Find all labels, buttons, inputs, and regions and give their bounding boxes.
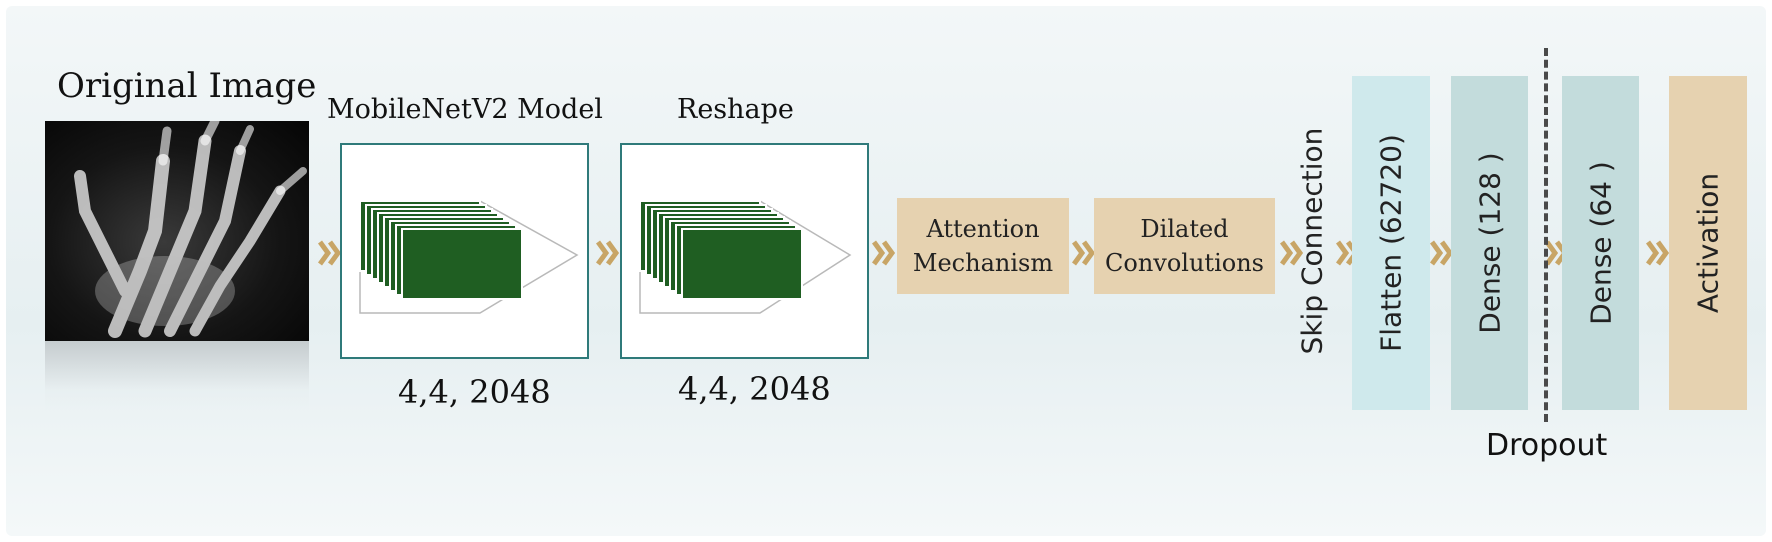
skip-connection: Skip Connection <box>1292 106 1332 376</box>
arrow-icon <box>596 240 620 266</box>
mobilenet-title: MobileNetV2 Model <box>327 94 603 125</box>
attention-mechanism-block: Attention Mechanism <box>897 198 1069 294</box>
arrow-icon <box>1646 240 1670 266</box>
dilated-convolutions-block: Dilated Convolutions <box>1094 198 1275 294</box>
dense-128-layer: Dense (128 ) <box>1451 76 1528 410</box>
arrow-icon <box>318 240 342 266</box>
reshape-title: Reshape <box>677 94 794 125</box>
dense-64-label: Dense (64 ) <box>1584 161 1617 325</box>
mobilenet-box <box>340 143 589 359</box>
feature-maps-stack <box>359 200 579 314</box>
arrow-icon <box>872 240 896 266</box>
flatten-layer: Flatten (62720) <box>1352 76 1430 410</box>
original-image-title: Original Image <box>57 66 317 106</box>
arrow-icon <box>1280 240 1304 266</box>
activation-layer: Activation <box>1669 76 1747 410</box>
arrow-icon <box>1430 240 1454 266</box>
reshape-box <box>620 143 869 359</box>
dropout-dashed-line <box>1544 48 1548 422</box>
xray-reflection <box>45 341 309 411</box>
feature-maps-stack <box>639 200 852 314</box>
reshape-output-shape: 4,4, 2048 <box>678 370 831 408</box>
dense-128-label: Dense (128 ) <box>1473 152 1506 334</box>
dilated-label-line1: Dilated <box>1140 215 1229 243</box>
skip-connection-label: Skip Connection <box>1295 127 1329 355</box>
dense-64-layer: Dense (64 ) <box>1562 76 1639 410</box>
flatten-label: Flatten (62720) <box>1374 134 1408 352</box>
attention-label-line2: Mechanism <box>912 249 1054 277</box>
attention-label-line1: Attention <box>926 215 1040 243</box>
dropout-label: Dropout <box>1486 428 1608 463</box>
mobilenet-output-shape: 4,4, 2048 <box>398 373 551 411</box>
activation-label: Activation <box>1691 172 1725 314</box>
arrow-icon <box>1072 240 1096 266</box>
dilated-label-line2: Convolutions <box>1105 249 1264 277</box>
xray-hand-image <box>45 121 309 341</box>
